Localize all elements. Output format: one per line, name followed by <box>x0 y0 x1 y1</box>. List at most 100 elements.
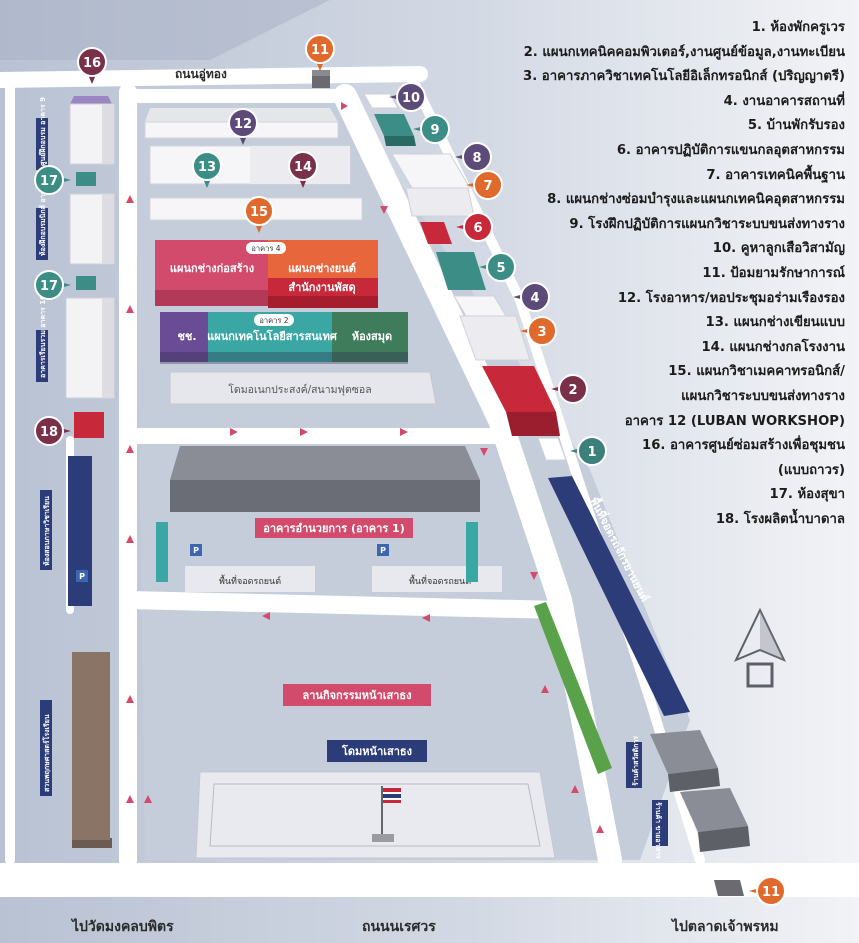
marker-number: 17 <box>40 174 58 189</box>
marker-12[interactable]: 12 <box>228 108 258 145</box>
marker-number: 2 <box>568 383 577 398</box>
dome-label: โดมอเนกประสงค์/สนามฟุตซอล <box>228 383 371 396</box>
label-b9: ศูนย์ฝึกอบรม อาคาร 9 <box>38 97 48 166</box>
marker-number: 1 <box>587 445 596 460</box>
marker-13[interactable]: 13 <box>192 151 222 188</box>
marker-number: 12 <box>234 117 252 132</box>
legend-item: 8. แผนกช่างซ่อมบำรุงและแผนกเทคนิคอุตสาหก… <box>547 192 845 208</box>
marker-9[interactable]: 9 <box>413 114 450 144</box>
label-box-b10 <box>36 330 48 382</box>
label-museum: สวนพฤกษศาสตร์โรงเรียน <box>42 714 51 792</box>
legend-item: 1. ห้องพักครูเวร <box>751 20 845 35</box>
marker-number: 13 <box>198 160 216 175</box>
marker-number: 17 <box>40 279 58 294</box>
legend-item: 2. แผนกเทคนิคคอมพิวเตอร์,งานศูนย์ข้อมูล,… <box>523 44 845 60</box>
legend-item: 5. บ้านพักรับรอง <box>747 118 845 134</box>
building-2: อาคาร 2 ชช. แผนกเทคโนโลยีสารสนเทศ ห้องสม… <box>160 312 408 364</box>
legend-item: 14. แผนกช่างกลโรงงาน <box>701 339 845 355</box>
svg-text:P: P <box>79 572 85 581</box>
marker-5[interactable]: 5 <box>479 252 516 282</box>
flag-dome-label: โดมหน้าเสาธง <box>341 744 412 758</box>
marker-number: 7 <box>483 179 492 194</box>
marker-number: 14 <box>294 160 312 175</box>
building4-left: แผนกช่างก่อสร้าง <box>170 262 254 275</box>
legend-item: 6. อาคารปฏิบัติการแขนกลอุตสาหกรรม <box>616 142 845 158</box>
road-label-right-exit: ไปตลาดเจ้าพรหม <box>672 919 779 935</box>
marker-18[interactable]: 18 <box>34 416 71 446</box>
label-box-b9 <box>36 118 48 170</box>
road-label-top: ถนนอู่ทอง <box>175 67 227 82</box>
marker-number: 5 <box>496 261 505 276</box>
legend-item: (แบบถาวร) <box>777 462 845 478</box>
marker-number: 9 <box>430 123 439 138</box>
legend-item: 12. โรงอาหาร/หอประชุมอร่ามเรืองรอง <box>617 290 845 306</box>
marker-6[interactable]: 6 <box>456 212 493 242</box>
shop1-label: ร้านค้าสวัสดิการ <box>631 736 640 786</box>
shop2-label: ร้านค้า ขายอาหาร <box>654 802 663 859</box>
multipurpose-dome: โดมอเนกประสงค์/สนามฟุตซอล <box>169 371 437 405</box>
marker-3[interactable]: 3 <box>520 316 557 346</box>
building1-label: อาคารอำนวยการ (อาคาร 1) <box>263 522 405 535</box>
marker-2[interactable]: 2 <box>551 374 588 404</box>
building2-c: ห้องสมุด <box>352 330 392 344</box>
legend-item: แผนกวิชาระบบขนส่งทางราง <box>681 388 845 404</box>
label-box-hall <box>40 490 52 570</box>
legend-item: 4. งานอาคารสถานที่ <box>723 93 845 109</box>
legend-item: 7. อาคารเทคนิคพื้นฐาน <box>706 167 845 183</box>
svg-text:P: P <box>193 546 199 555</box>
label-box-b8 <box>36 208 48 260</box>
legend-list: 1. ห้องพักครูเวร 2. แผนกเทคนิคคอมพิวเตอร์… <box>445 16 845 532</box>
parking-areas: P P พื้นที่จอดรถยนต์ พื้นที่จอดรถยนต์ P <box>76 522 502 592</box>
label-b10: อาคารเรียนรวม อาคาร 10 <box>39 295 47 378</box>
marker-11[interactable]: 11 <box>749 876 786 906</box>
marker-8[interactable]: 8 <box>455 142 492 172</box>
legend-item: 9. โรงฝึกปฏิบัติการแผนกวิชาระบบขนส่งทางร… <box>569 216 845 232</box>
marker-number: 8 <box>472 151 481 166</box>
right-shops: ร้านค้าสวัสดิการ ร้านค้า ขายอาหาร <box>626 730 750 896</box>
marker-10[interactable]: 10 <box>389 82 426 112</box>
marker-11[interactable]: 11 <box>305 34 335 71</box>
road-label-bottom: ถนนนเรศวร <box>362 919 436 935</box>
legend-item: อาคาร 12 (LUBAN WORKSHOP) <box>624 413 845 429</box>
marker-16[interactable]: 16 <box>77 47 107 84</box>
marker-number: 18 <box>40 425 58 440</box>
building4-right-bottom: สำนักงานพัสดุ <box>288 281 355 295</box>
marker-1[interactable]: 1 <box>570 436 607 466</box>
building4-right-top: แผนกช่างยนต์ <box>288 262 356 275</box>
building2-label: อาคาร 2 <box>259 316 288 325</box>
marker-number: 4 <box>530 291 539 306</box>
marker-17[interactable]: 17 <box>34 165 71 195</box>
building-1: อาคารอำนวยการ (อาคาร 1) <box>170 446 480 538</box>
legend-item: 15. แผนกวิชาเมคคาทรอนิกส์/ <box>668 364 845 380</box>
marker-4[interactable]: 4 <box>513 282 550 312</box>
north-arrow-icon <box>733 607 787 688</box>
building2-b: แผนกเทคโนโลยีสารสนเทศ <box>207 329 338 343</box>
guard-house-top <box>312 70 330 88</box>
green-strip <box>534 602 612 774</box>
parking-right-label: พื้นที่จอดรถยนต์ <box>409 574 471 587</box>
label-b8: ห้องฝึกอบรมนิกส์ อาคาร 8 <box>38 175 47 256</box>
legend-item: 3. อาคารภาควิชาเทคโนโลยีอิเล็กทรอนิกส์ (… <box>523 69 845 85</box>
building-4: อาคาร 4 แผนกช่างก่อสร้าง แผนกช่างยนต์ สำ… <box>155 240 378 308</box>
marker-number: 3 <box>537 325 546 340</box>
activity-area: ลานกิจกรรมหน้าเสาธง โดมหน้าเสาธง <box>195 684 556 859</box>
legend-item: 18. โรงผลิตน้ำบาดาล <box>715 511 845 527</box>
legend-item: 17. ห้องสุขา <box>769 487 845 503</box>
marker-14[interactable]: 14 <box>288 151 318 188</box>
left-buildings <box>65 96 115 848</box>
activity-area-label: ลานกิจกรรมหน้าเสาธง <box>303 689 412 702</box>
road-label-left-exit: ไปวัดมงคลบพิตร <box>72 919 174 935</box>
traffic-arrows <box>126 102 604 833</box>
marker-number: 11 <box>311 43 329 58</box>
legend-item: 16. อาคารศูนย์ซ่อมสร้างเพื่อชุมชน <box>642 438 845 454</box>
marker-17[interactable]: 17 <box>34 270 71 300</box>
legend-item: 10. คูหาลูกเสือวิสามัญ <box>712 241 845 257</box>
marker-number: 10 <box>402 91 420 106</box>
right-buildings <box>363 93 567 461</box>
marker-7[interactable]: 7 <box>466 170 503 200</box>
marker-15[interactable]: 15 <box>244 196 274 233</box>
marker-number: 16 <box>83 56 101 71</box>
svg-text:P: P <box>380 546 386 555</box>
